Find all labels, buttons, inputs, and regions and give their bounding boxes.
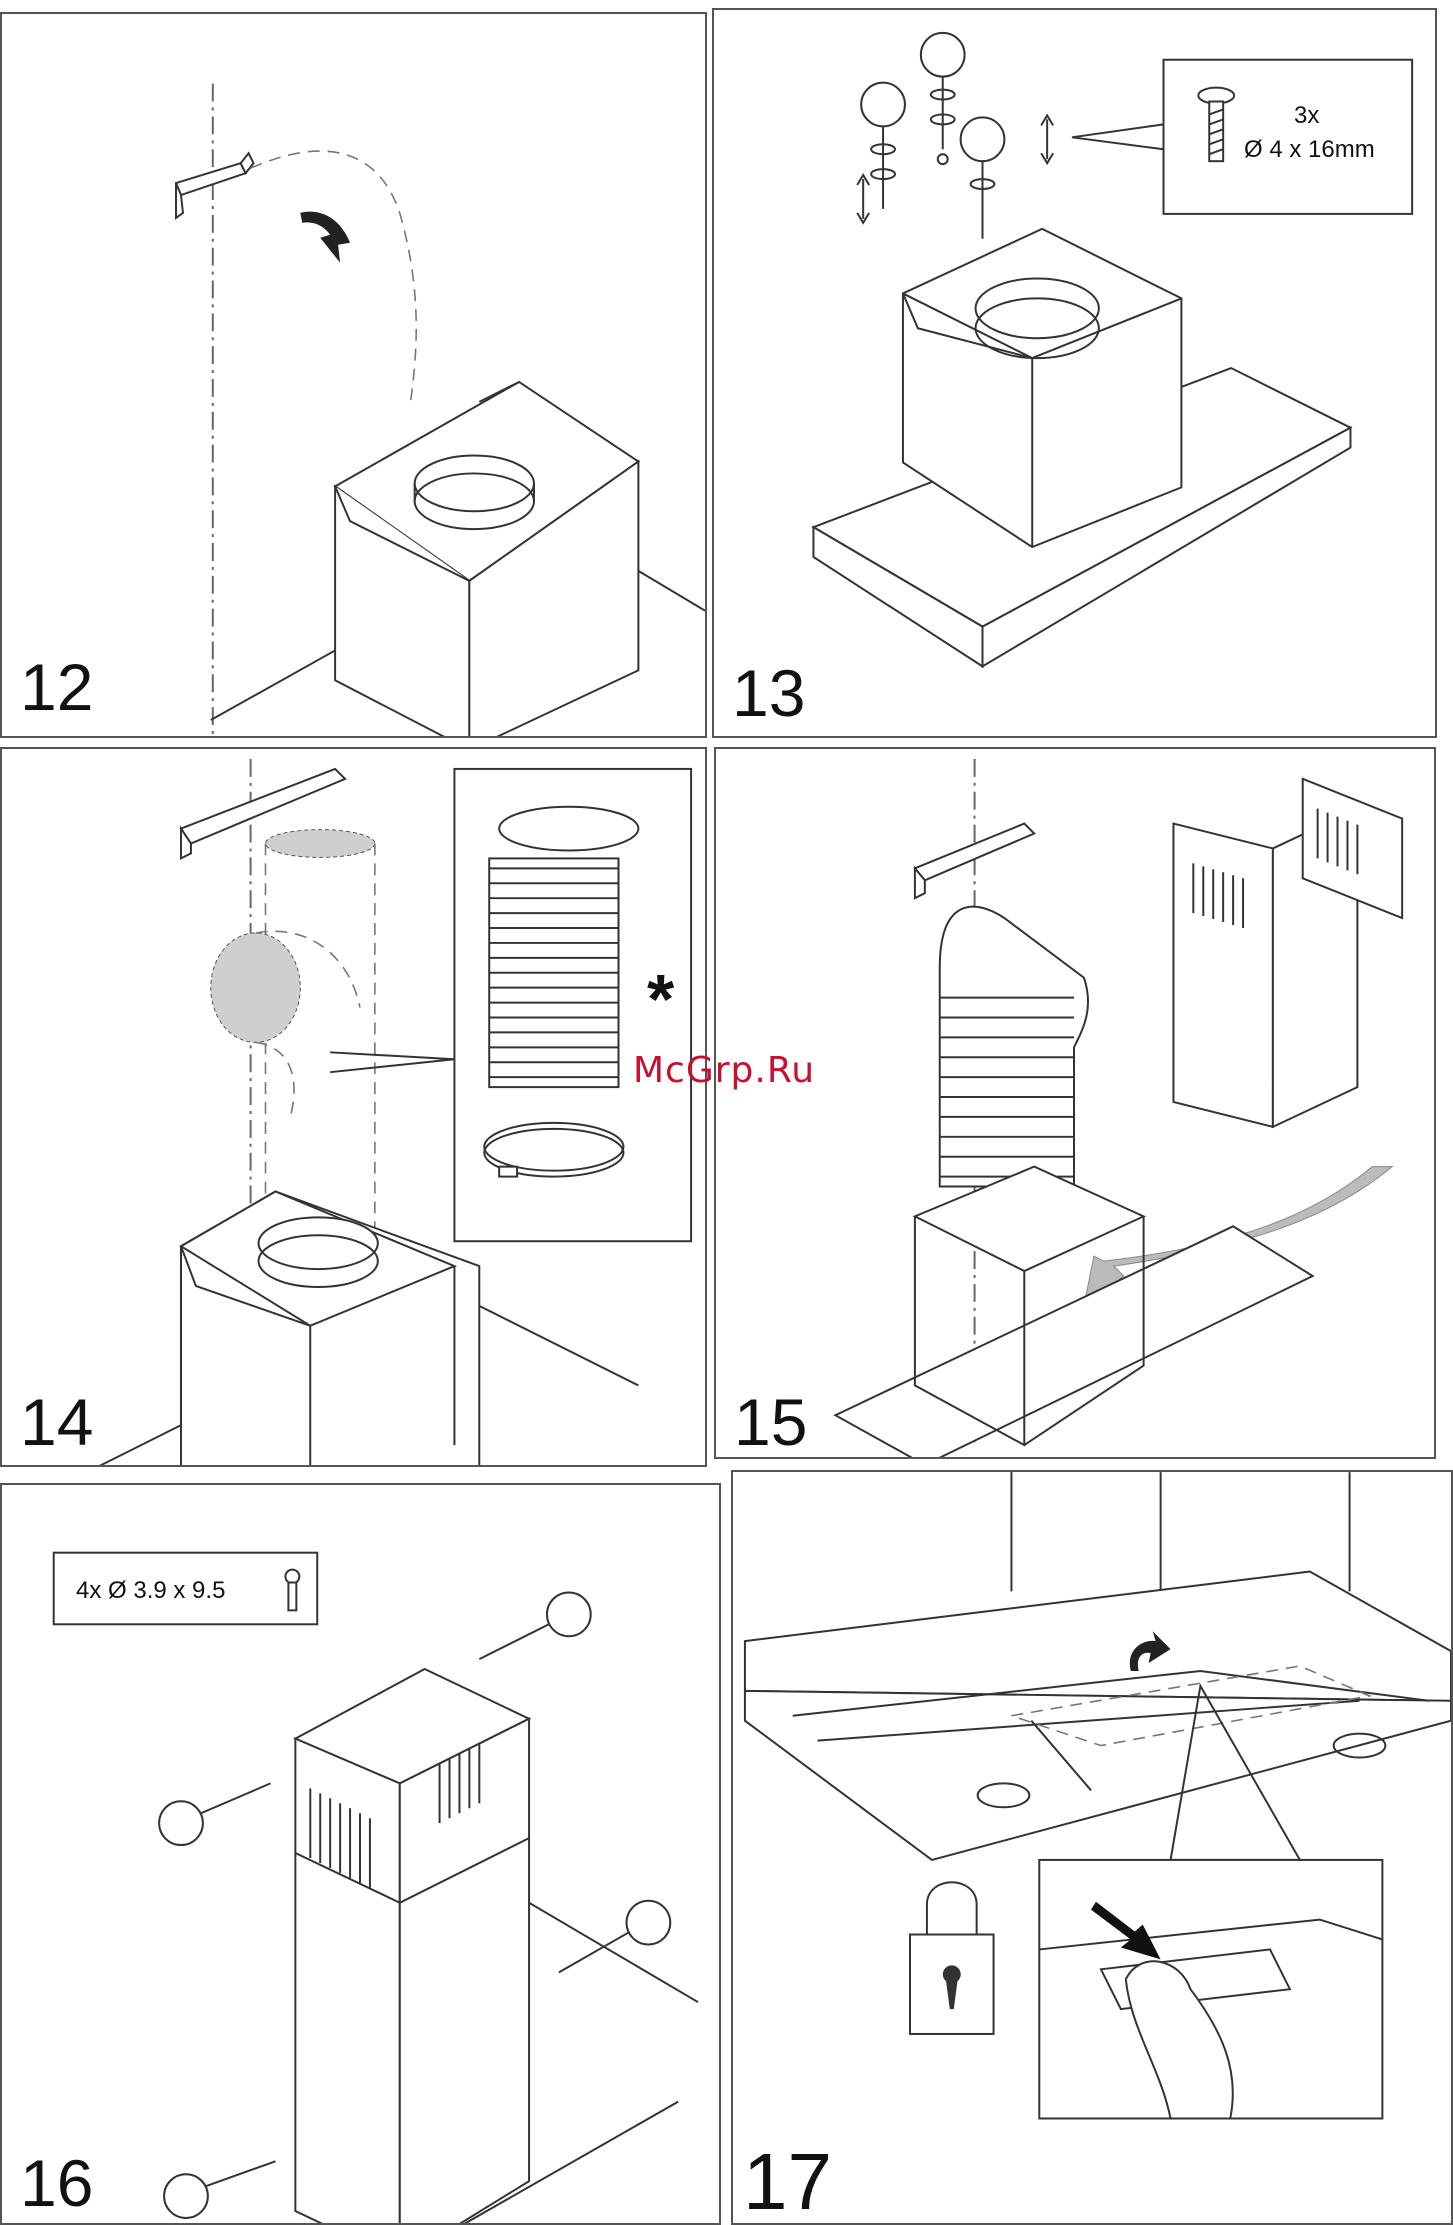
step-13-illustration — [714, 10, 1435, 736]
step-12-illustration — [2, 14, 705, 736]
wall-bracket-icon — [176, 153, 254, 218]
asterisk-mark: * — [647, 954, 674, 1045]
step-16-panel: 4x Ø 3.9 x 9.5 16 — [0, 1483, 721, 2225]
step-number: 12 — [20, 654, 93, 720]
screw-callout-spec: 4x Ø 3.9 x 9.5 — [76, 1575, 225, 1606]
hose-clamp-icon — [484, 1123, 623, 1177]
hand-screwdriver-icon — [961, 117, 1005, 238]
step-14-panel: * 14 — [0, 747, 707, 1467]
step-15-panel: 15 — [714, 747, 1436, 1459]
screw-icon — [285, 1570, 299, 1611]
curved-arrow-icon — [300, 212, 350, 263]
step-14-illustration — [2, 749, 705, 1465]
hand-screwdriver-icon — [164, 2161, 275, 2218]
chimney-cover-icon — [295, 1669, 529, 2223]
step-17-panel: 17 — [731, 1470, 1453, 2225]
flexible-duct-icon — [489, 807, 638, 1087]
watermark: McGrp.Ru — [633, 1050, 815, 1091]
step-13-panel: 3x Ø 4 x 16mm 13 — [712, 8, 1437, 738]
hand-screwdriver-icon — [159, 1783, 270, 1845]
hand-screwdriver-icon — [861, 83, 905, 209]
step-number: 17 — [743, 2142, 832, 2222]
step-number: 15 — [734, 1389, 807, 1455]
hand-screwdriver-icon — [921, 33, 965, 164]
step-number: 13 — [732, 660, 805, 726]
step-12-panel: 12 — [0, 12, 707, 738]
chimney-cover-icon — [1173, 779, 1402, 1127]
step-number: 14 — [20, 1389, 93, 1455]
hand-screwdriver-icon — [479, 1592, 590, 1659]
hand-screwdriver-icon — [559, 1901, 670, 1973]
flexible-duct-icon — [940, 907, 1088, 1187]
padlock-icon — [910, 1882, 994, 2034]
step-number: 16 — [20, 2150, 93, 2216]
screw-callout-size: Ø 4 x 16mm — [1244, 134, 1375, 165]
step-17-illustration — [733, 1472, 1451, 2223]
screw-callout-quantity: 3x — [1294, 100, 1319, 131]
step-15-illustration — [716, 749, 1434, 1457]
